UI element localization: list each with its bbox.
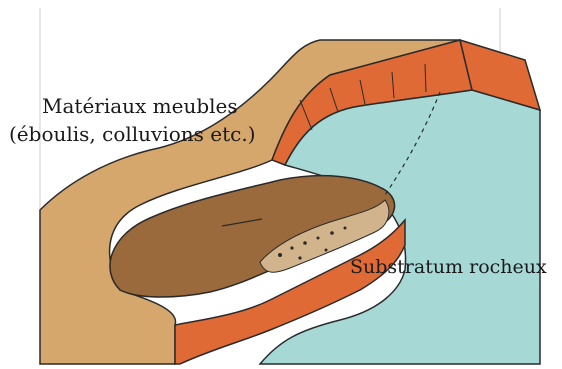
loose-material-label-line1: Matériaux meubles: [42, 96, 238, 116]
loose-material-label-line2: (éboulis, colluvions etc.): [9, 124, 256, 144]
substratum-label: Substratum rocheux: [350, 258, 547, 277]
